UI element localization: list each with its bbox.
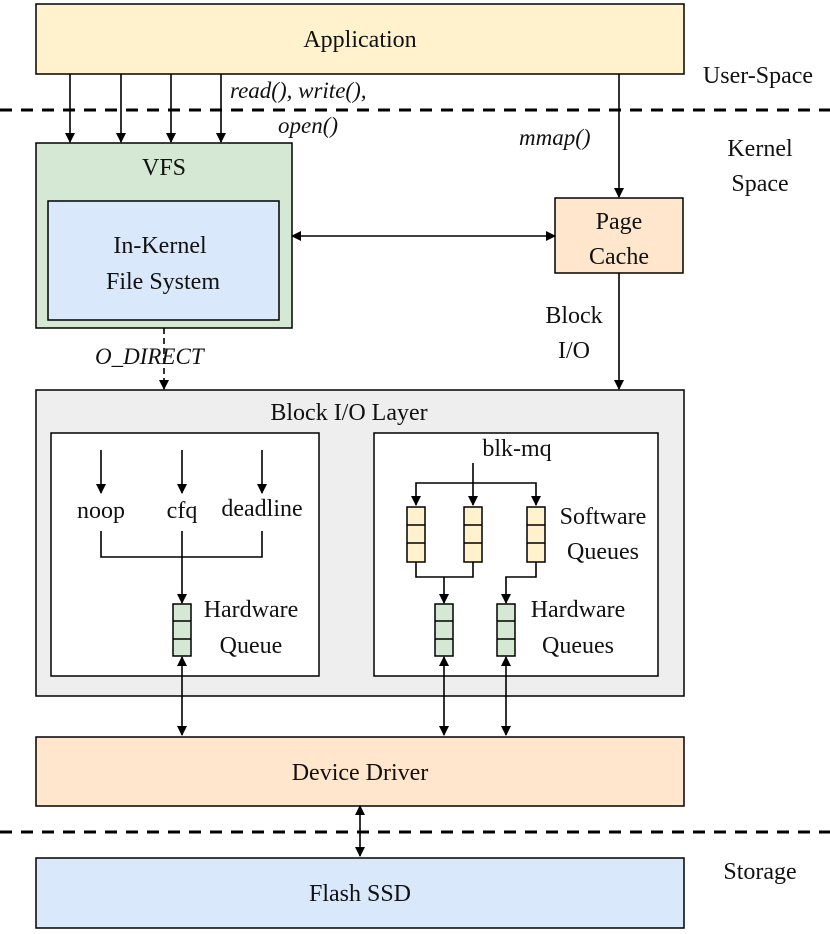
hw-queue-1 [434, 603, 454, 657]
file-system-label-line2: File System [106, 269, 220, 295]
hw-queue-2 [496, 603, 516, 657]
syscalls-label-line1: read(), write(), [230, 78, 366, 103]
page-cache-label-line1: Page [596, 209, 643, 235]
single-hw-queue-label-line1: Hardware [204, 597, 299, 623]
mmap-label: mmap() [519, 125, 591, 150]
single-hw-queue [172, 603, 192, 657]
page-cache-label-line2: Cache [589, 244, 649, 270]
application-box [35, 3, 685, 75]
block-io-label-line2: I/O [558, 338, 590, 364]
file-system-label-line1: In-Kernel [113, 233, 207, 259]
o-direct-label: O_DIRECT [95, 344, 206, 369]
blk-mq-split-left [411, 482, 473, 506]
page-cache-box [554, 197, 684, 274]
hw-queues-label-line1: Hardware [531, 597, 626, 623]
scheduler-cfq: cfq [167, 498, 198, 524]
sw-queues-label-line2: Queues [567, 539, 639, 565]
block-io-layer-label: Block I/O Layer [270, 400, 427, 426]
sw-to-hw-arrow-right [501, 562, 537, 604]
sw-queue-1 [406, 506, 426, 563]
sw-queue-3 [526, 506, 546, 563]
scheduler-deadline: deadline [221, 496, 302, 522]
scheduler-noop: noop [77, 498, 125, 524]
flash-ssd-label: Flash SSD [309, 881, 411, 907]
flash-ssd-box [35, 857, 685, 929]
blk-mq-split-right [473, 482, 541, 506]
hw-queues-label-line2: Queues [542, 633, 614, 659]
single-hw-queue-label-line2: Queue [220, 633, 283, 659]
sw-queues-label-line1: Software [560, 504, 647, 530]
device-driver-label: Device Driver [292, 760, 429, 786]
syscalls-label-line2: open() [278, 113, 338, 138]
blk-mq-label: blk-mq [482, 436, 551, 462]
application-label: Application [303, 27, 416, 53]
user-space-label: User-Space [703, 63, 813, 89]
vfs-label: VFS [142, 155, 186, 181]
storage-label: Storage [723, 859, 796, 885]
kernel-space-label-line1: Kernel [727, 136, 793, 162]
block-io-label-line1: Block [545, 303, 602, 329]
sw-queue-2 [463, 506, 483, 563]
file-system-box [47, 200, 280, 321]
kernel-space-label-line2: Space [731, 171, 788, 197]
